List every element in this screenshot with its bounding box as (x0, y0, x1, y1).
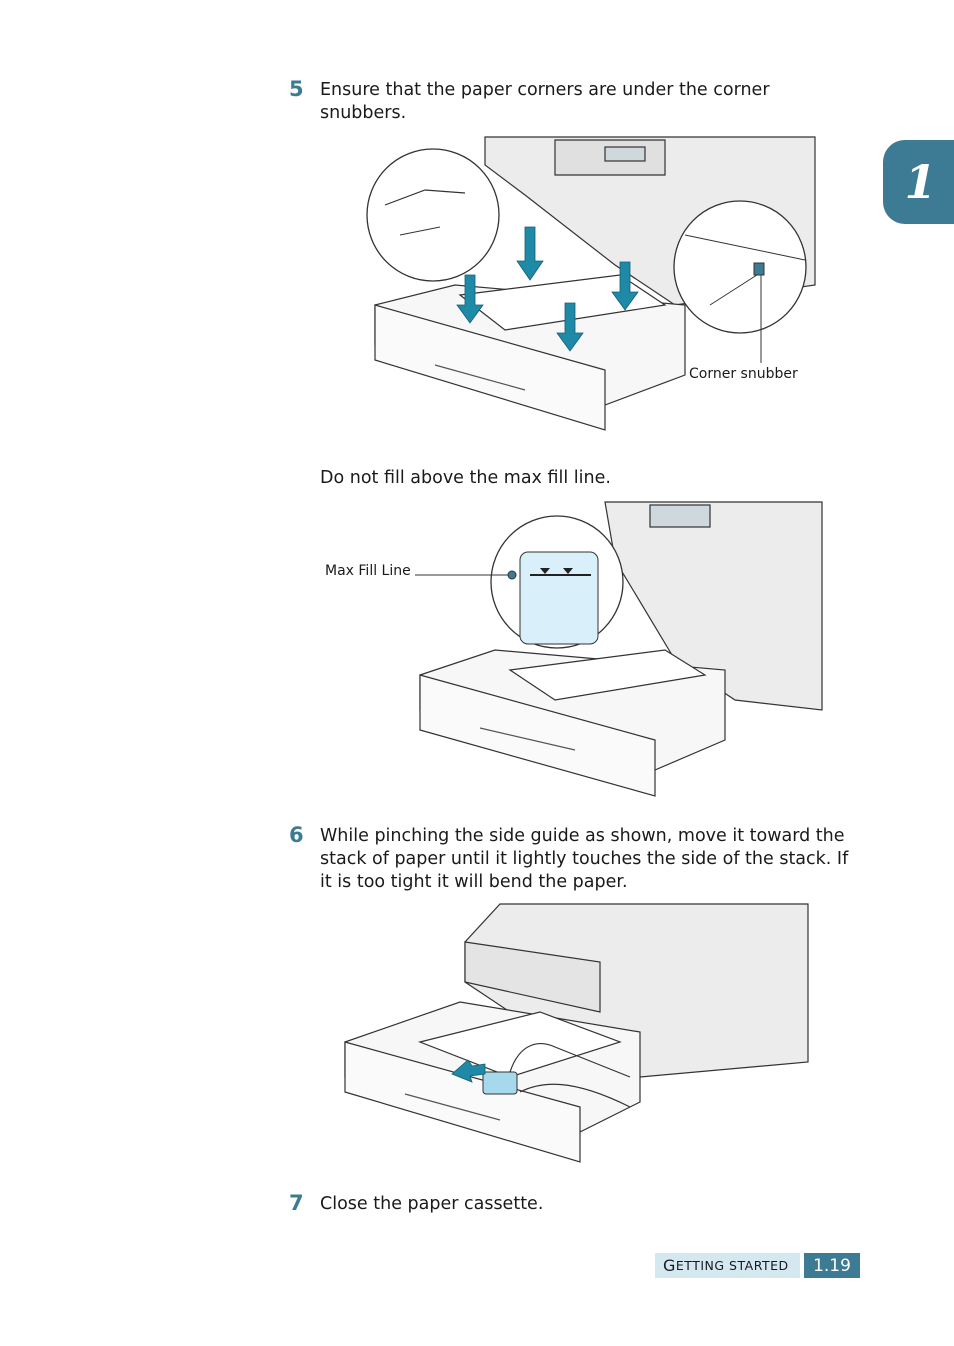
step-7-number: 7 (289, 1191, 304, 1215)
chapter-number: 1 (904, 155, 937, 209)
step-6-text: While pinching the side guide as shown, … (320, 825, 848, 894)
footer-section-rest: ETTING STARTED (675, 1258, 789, 1273)
max-fill-note: Do not fill above the max fill line. (320, 468, 611, 488)
step-6-line-1: While pinching the side guide as shown, … (320, 826, 845, 846)
chapter-tab: 1 (883, 140, 954, 224)
figure-corner-snubbers (366, 136, 816, 431)
step-6-number: 6 (289, 823, 304, 847)
max-fill-line-label: Max Fill Line (325, 563, 411, 579)
corner-snubber-label: Corner snubber (689, 366, 798, 382)
figure-side-guide (344, 903, 809, 1163)
arrow-push (451, 1059, 486, 1083)
arrow-down-2 (456, 274, 484, 324)
step-5-line-2: snubbers. (320, 103, 407, 123)
step-7-text: Close the paper cassette. (320, 1193, 543, 1216)
step-6-line-3: it is too tight it will bend the paper. (320, 872, 628, 892)
step-5-text: Ensure that the paper corners are under … (320, 79, 770, 125)
step-5-line-1: Ensure that the paper corners are under … (320, 80, 770, 100)
step-7-line-1: Close the paper cassette. (320, 1194, 544, 1214)
figure-max-fill-line (415, 501, 823, 797)
step-5-number: 5 (289, 77, 304, 101)
step-6-line-2: stack of paper until it lightly touches … (320, 849, 849, 869)
arrow-down-3 (611, 261, 639, 311)
arrow-down-1 (516, 226, 544, 281)
footer-page-number: 1.19 (804, 1253, 860, 1278)
arrow-down-4 (556, 302, 584, 352)
footer-section-initial: G (663, 1256, 676, 1275)
